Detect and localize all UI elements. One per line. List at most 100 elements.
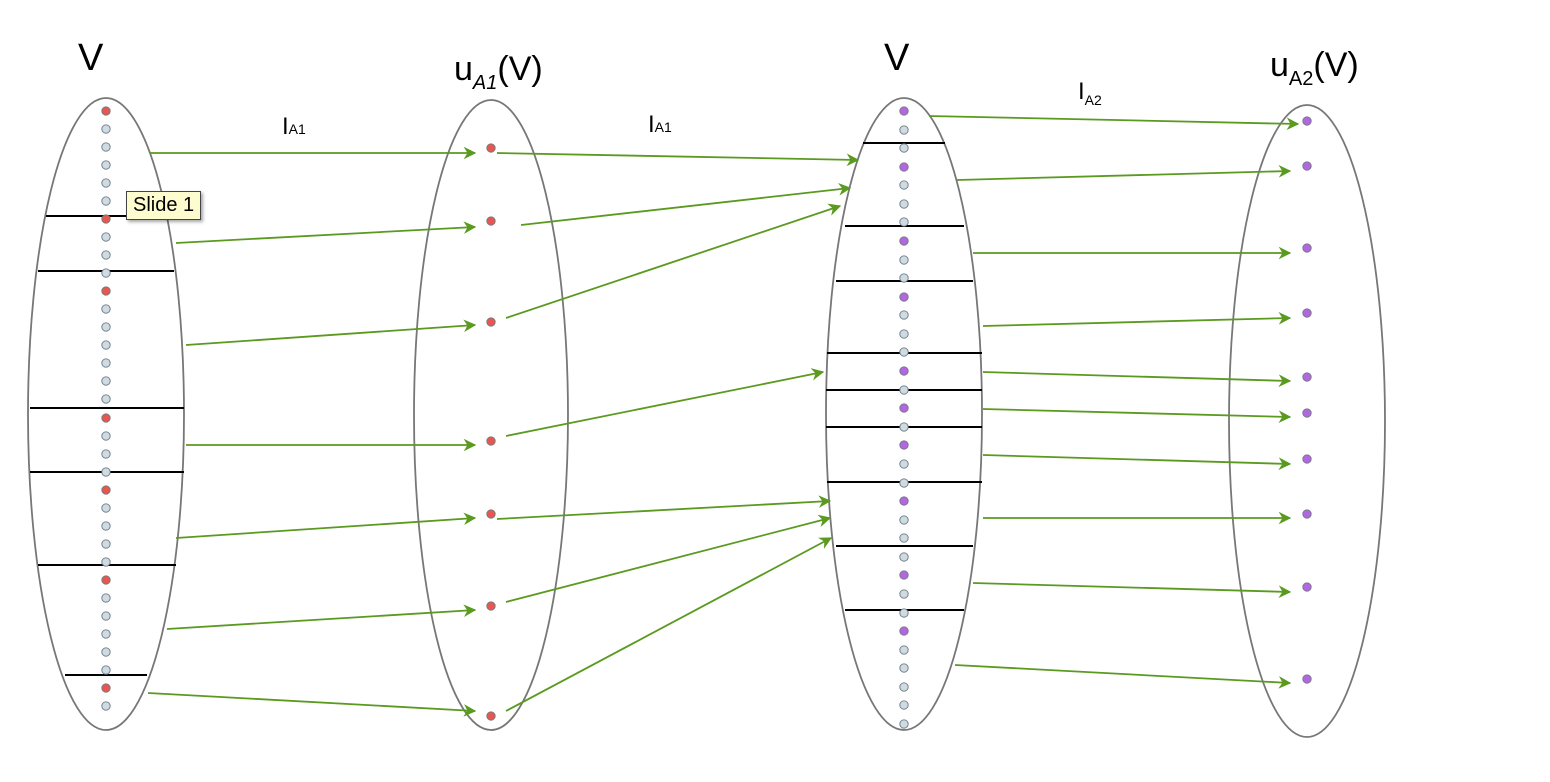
- element-dot: [899, 533, 909, 543]
- map2-label: IA1: [648, 111, 672, 138]
- element-dot: [899, 700, 909, 710]
- highlighted-element-dot: [899, 626, 909, 636]
- image-element-dot: [1302, 161, 1312, 171]
- element-dot: [101, 503, 111, 513]
- mapping-arrow: [956, 165, 1292, 181]
- image-element-dot: [486, 216, 496, 226]
- element-dot: [899, 217, 909, 227]
- mapping-arrow: [166, 604, 477, 630]
- element-dot: [899, 347, 909, 357]
- set-ua1-ellipse: [413, 99, 569, 731]
- element-dot: [899, 199, 909, 209]
- mapping-arrow: [928, 115, 1300, 131]
- col4-title-sub: A2: [1289, 68, 1313, 90]
- slide-tooltip: Slide 1: [126, 191, 202, 220]
- element-dot: [101, 557, 111, 567]
- element-dot: [899, 329, 909, 339]
- highlighted-element-dot: [899, 496, 909, 506]
- element-dot: [899, 310, 909, 320]
- element-dot: [101, 467, 111, 477]
- element-dot: [899, 589, 909, 599]
- col4-title-suffix: (V): [1313, 46, 1358, 84]
- set-ua2-ellipse: [1228, 104, 1386, 738]
- element-dot: [101, 160, 111, 170]
- element-dot: [101, 196, 111, 206]
- element-dot: [899, 682, 909, 692]
- element-dot: [101, 521, 111, 531]
- col1-title: V: [78, 37, 104, 79]
- image-element-dot: [1302, 454, 1312, 464]
- element-dot: [899, 143, 909, 153]
- element-dot: [899, 385, 909, 395]
- image-element-dot: [1302, 372, 1312, 382]
- element-dot: [101, 665, 111, 675]
- image-element-dot: [1302, 116, 1312, 126]
- image-element-dot: [1302, 243, 1312, 253]
- element-dot: [101, 178, 111, 188]
- image-element-dot: [486, 711, 496, 721]
- element-dot: [101, 539, 111, 549]
- element-dot: [899, 552, 909, 562]
- col2-title-base: u: [454, 50, 473, 88]
- mapping-arrow: [175, 221, 477, 244]
- element-dot: [101, 701, 111, 711]
- element-dot: [899, 255, 909, 265]
- highlighted-element-dot: [101, 575, 111, 585]
- image-element-dot: [1302, 408, 1312, 418]
- image-element-dot: [1302, 308, 1312, 318]
- element-dot: [101, 304, 111, 314]
- mapping-arrow: [982, 454, 1292, 470]
- highlighted-element-dot: [899, 162, 909, 172]
- highlighted-element-dot: [899, 236, 909, 246]
- map3-label-sub: A2: [1085, 92, 1102, 108]
- image-element-dot: [486, 601, 496, 611]
- highlighted-element-dot: [101, 106, 111, 116]
- element-dot: [101, 268, 111, 278]
- highlighted-element-dot: [899, 366, 909, 376]
- mapping-arrow: [496, 152, 860, 167]
- mapping-arrow: [972, 582, 1292, 598]
- element-dot: [101, 431, 111, 441]
- element-dot: [899, 180, 909, 190]
- element-dots: [101, 106, 1312, 729]
- element-dot: [899, 645, 909, 655]
- mapping-arrow: [505, 203, 842, 319]
- highlighted-element-dot: [101, 413, 111, 423]
- element-dot: [101, 340, 111, 350]
- highlighted-element-dot: [101, 485, 111, 495]
- element-dot: [899, 125, 909, 135]
- map2-label-sub: A1: [655, 119, 672, 135]
- element-dot: [101, 250, 111, 260]
- highlighted-element-dot: [101, 683, 111, 693]
- element-dot: [899, 422, 909, 432]
- mapping-arrow: [185, 319, 477, 346]
- highlighted-element-dot: [899, 106, 909, 116]
- element-dot: [899, 663, 909, 673]
- image-element-dot: [1302, 674, 1312, 684]
- element-dot: [101, 142, 111, 152]
- mapping-arrow: [520, 183, 852, 226]
- element-dot: [899, 459, 909, 469]
- map3-label: IA2: [1078, 78, 1102, 108]
- map1-label-sub: A1: [289, 121, 306, 137]
- highlighted-element-dot: [899, 292, 909, 302]
- mapping-arrow: [505, 368, 825, 437]
- image-element-dot: [1302, 582, 1312, 592]
- element-dot: [899, 719, 909, 729]
- mapping-arrow: [505, 537, 833, 712]
- highlighted-element-dot: [101, 214, 111, 224]
- element-dot: [101, 647, 111, 657]
- element-dot: [101, 611, 111, 621]
- element-dot: [101, 449, 111, 459]
- element-dot: [101, 322, 111, 332]
- element-dot: [101, 358, 111, 368]
- element-dot: [101, 124, 111, 134]
- col2-title: uA1(V): [454, 50, 543, 94]
- element-dot: [899, 515, 909, 525]
- image-element-dot: [486, 509, 496, 519]
- element-dot: [101, 232, 111, 242]
- map1-label-base: I: [282, 113, 289, 140]
- mapping-arrow: [982, 371, 1292, 387]
- element-dot: [101, 629, 111, 639]
